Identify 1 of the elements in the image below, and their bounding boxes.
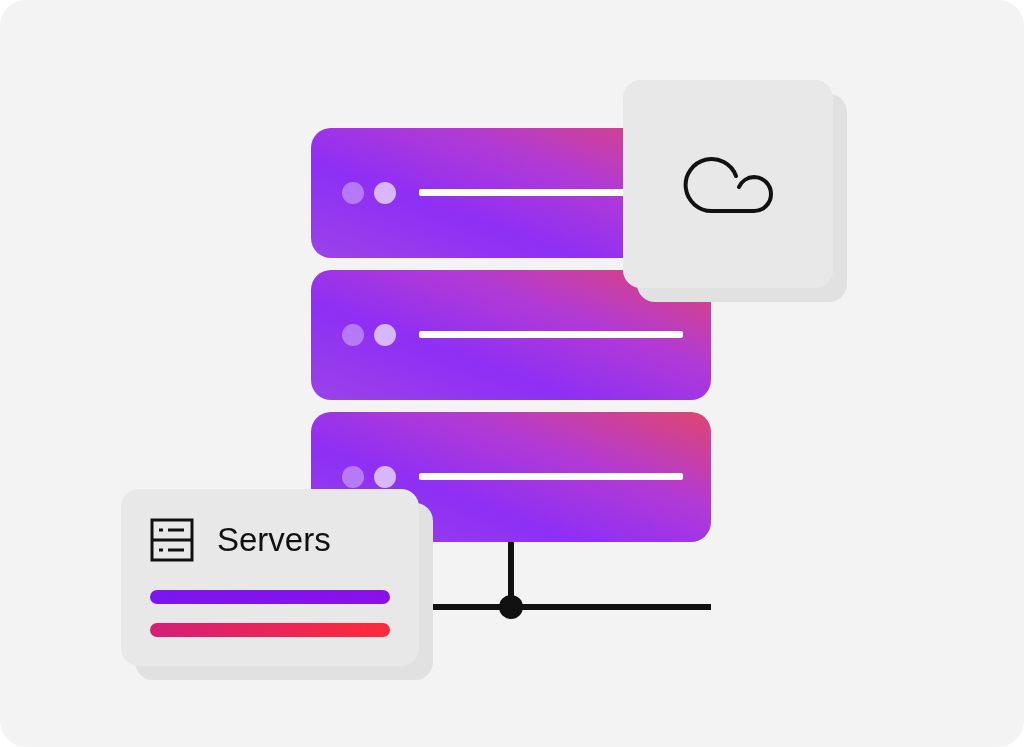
card-title: Servers <box>217 521 331 559</box>
